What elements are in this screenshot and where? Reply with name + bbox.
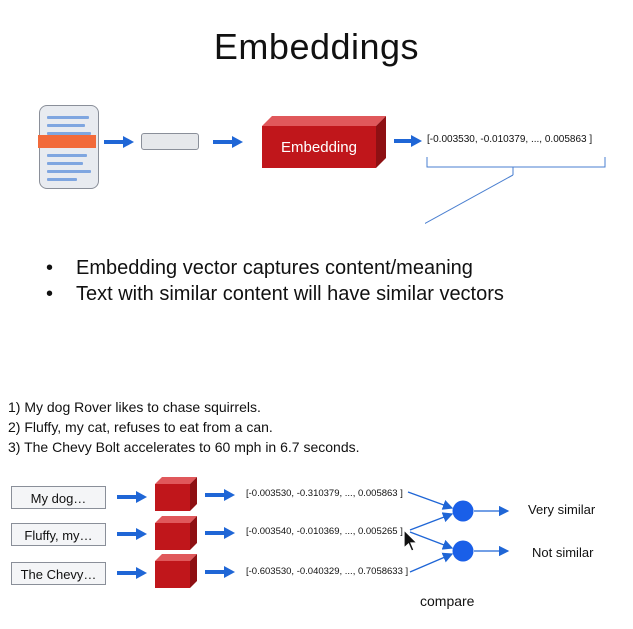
arrow-right-icon [117,528,147,540]
comparison-network [407,491,510,573]
input-text-3: The Chevy… [11,562,106,585]
embedding-label: Embedding [281,138,357,156]
embedding-vector: [-0.003530, -0.010379, ..., 0.005863 ] [427,134,593,145]
embedding-cube-2 [155,516,197,550]
sentence-2: 2) Fluffy, my cat, refuses to eat from a… [8,419,273,435]
vector-2: [-0.003540, -0.010369, ..., 0.005265 ] [246,526,403,537]
bullet-item: Embedding vector captures content/meanin… [44,255,504,281]
input-text-2: Fluffy, my… [11,523,106,546]
result-very-similar: Very similar [528,502,596,517]
result-not-similar: Not similar [532,545,594,560]
arrow-right-icon [104,136,134,148]
vector-brace [425,157,606,225]
sentence-3: 3) The Chevy Bolt accelerates to 60 mph … [8,439,360,455]
vector-3: [-0.603530, -0.040329, ..., 0.7058633 ] [246,566,409,577]
compare-node-2 [452,540,474,562]
highlighted-chunk [38,135,96,148]
sentence-1: 1) My dog Rover likes to chase squirrels… [8,399,261,415]
mouse-cursor-icon [403,529,419,552]
arrow-right-icon [205,527,235,539]
embedding-cube-1 [155,477,197,511]
input-text-1: My dog… [11,486,106,509]
arrow-right-icon [117,567,147,579]
compare-label: compare [420,593,475,609]
vector-1: [-0.003530, -0.310379, ..., 0.005863 ] [246,488,403,499]
embedding-model-box [262,116,386,168]
arrow-right-icon [213,136,243,148]
compare-node-1 [452,500,474,522]
bullet-list: Embedding vector captures content/meanin… [44,255,504,307]
bullet-item: Text with similar content will have simi… [44,281,504,307]
arrow-right-icon [394,135,422,147]
arrow-right-icon [117,491,147,503]
page-title: Embeddings [213,26,420,67]
example-sentences: 1) My dog Rover likes to chase squirrels… [8,397,360,457]
arrow-right-icon [205,566,235,578]
arrow-right-icon [205,489,235,501]
embedding-cube-3 [155,554,197,588]
text-chunk-box [141,133,199,150]
